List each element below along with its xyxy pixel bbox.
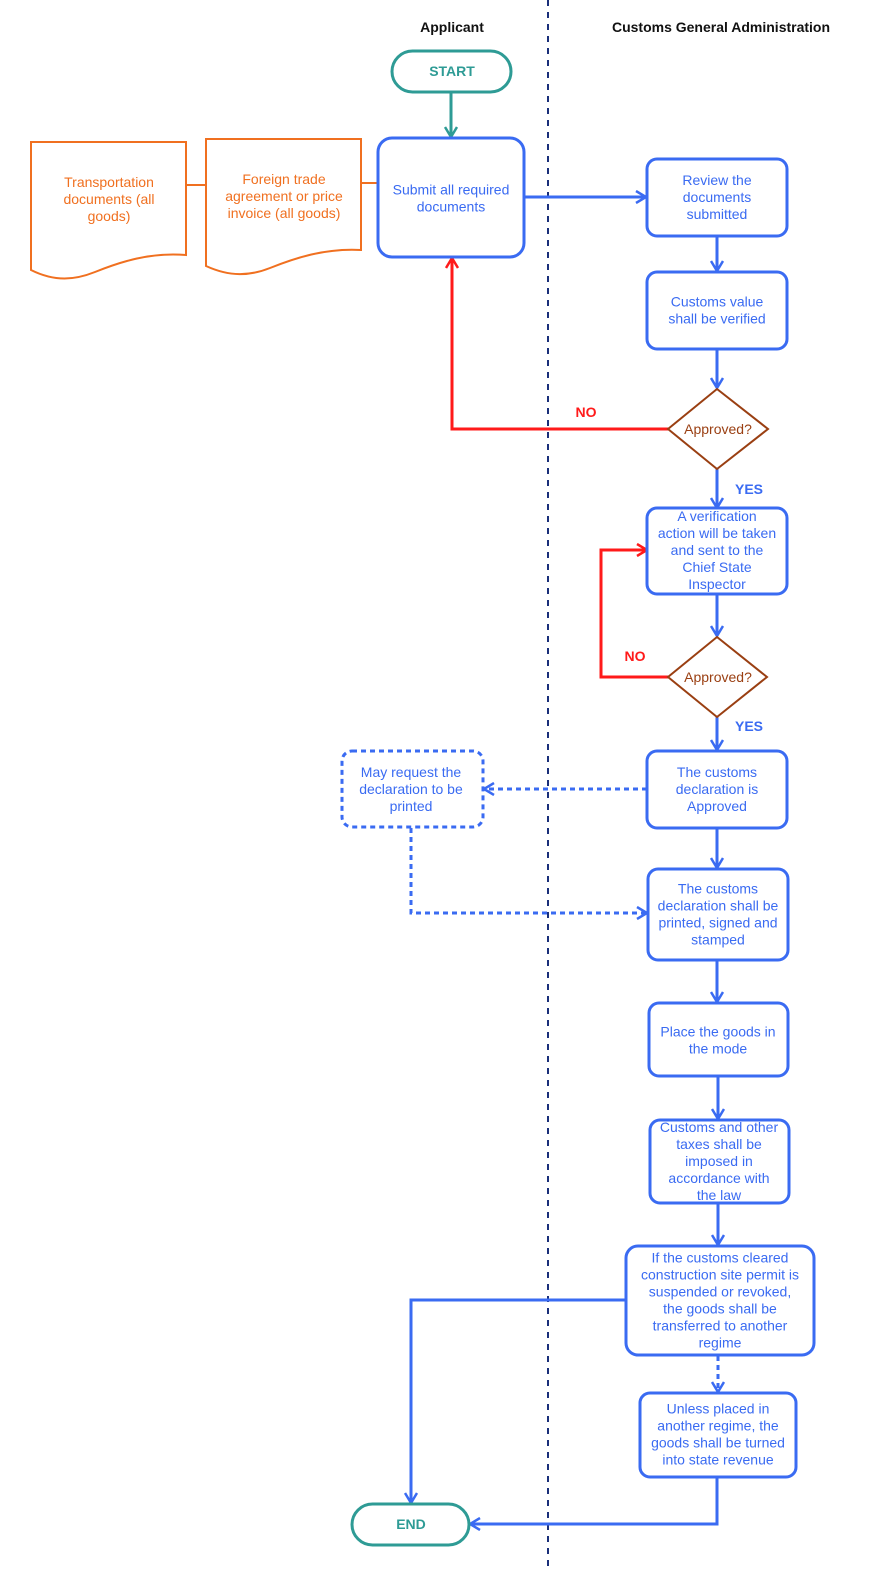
- text-line: If the customs cleared: [652, 1250, 789, 1266]
- lane-title-applicant: Applicant: [420, 19, 484, 35]
- text-line: Chief State: [682, 559, 751, 575]
- end-label: END: [396, 1516, 426, 1532]
- text-line: regime: [699, 1335, 742, 1351]
- text-line: Review the: [682, 172, 751, 188]
- text-line: the goods shall be: [663, 1301, 777, 1317]
- text-line: shall be verified: [668, 311, 765, 327]
- text-line: Approved: [687, 798, 747, 814]
- text-line: A verification: [677, 508, 756, 524]
- edge-revenue-end: [470, 1477, 719, 1524]
- text-line: Customs and other: [660, 1119, 779, 1135]
- text-line: into state revenue: [662, 1452, 774, 1468]
- text-line: another regime, the: [657, 1418, 779, 1434]
- text-line: Foreign trade: [242, 171, 325, 187]
- text-line: invoice (all goods): [228, 205, 341, 221]
- text-line: May request the: [361, 764, 462, 780]
- edge-request-printed: [409, 828, 647, 913]
- text-line: Customs value: [671, 294, 764, 310]
- text-line: declaration to be: [359, 781, 463, 797]
- edge-label-yes-1: YES: [735, 481, 763, 497]
- text-line: the mode: [689, 1041, 748, 1057]
- decision-approved-2-text: Approved?: [684, 669, 752, 685]
- edge-permit-end: [411, 1298, 626, 1503]
- edge-decision1-no: [452, 258, 668, 431]
- edge-label-no-2: NO: [625, 648, 646, 664]
- decision-approved-1: Approved?: [666, 387, 770, 471]
- text-line: declaration shall be: [658, 898, 779, 914]
- text-line: agreement or price: [225, 188, 343, 204]
- text-line: goods): [88, 208, 131, 224]
- text-line: The customs: [678, 881, 758, 897]
- end-terminal: END: [350, 1502, 471, 1547]
- text-line: Unless placed in: [667, 1401, 770, 1417]
- text-line: transferred to another: [653, 1318, 788, 1334]
- edge-label-yes-2: YES: [735, 718, 763, 734]
- start-terminal: START: [390, 49, 513, 94]
- edge-label-no-1: NO: [576, 404, 597, 420]
- text-line: stamped: [691, 932, 745, 948]
- text-line: printed: [390, 798, 433, 814]
- text-line: goods shall be turned: [651, 1435, 785, 1451]
- text-line: submitted: [687, 206, 748, 222]
- text-line: The customs: [677, 764, 757, 780]
- text-line: documents: [683, 189, 751, 205]
- text-line: declaration is: [676, 781, 759, 797]
- text-line: printed, signed and: [658, 915, 777, 931]
- text-line: the law: [697, 1187, 742, 1203]
- text-line: Transportation: [64, 174, 154, 190]
- text-line: Submit all required: [393, 182, 510, 198]
- decision-approved-2: Approved?: [666, 635, 769, 719]
- text-line: accordance with: [668, 1170, 769, 1186]
- text-line: taxes shall be: [676, 1136, 762, 1152]
- text-line: Place the goods in: [660, 1024, 775, 1040]
- decision-approved-1-text: Approved?: [684, 421, 752, 437]
- start-label: START: [429, 63, 475, 79]
- text-line: documents: [417, 199, 485, 215]
- text-line: documents (all: [63, 191, 154, 207]
- edge-decision2-no: [599, 550, 668, 679]
- text-line: suspended or revoked,: [649, 1284, 791, 1300]
- text-line: Inspector: [688, 576, 746, 592]
- text-line: imposed in: [685, 1153, 753, 1169]
- text-line: action will be taken: [658, 525, 776, 541]
- lane-title-customs: Customs General Administration: [612, 19, 830, 35]
- text-line: construction site permit is: [641, 1267, 799, 1283]
- text-line: and sent to the: [671, 542, 764, 558]
